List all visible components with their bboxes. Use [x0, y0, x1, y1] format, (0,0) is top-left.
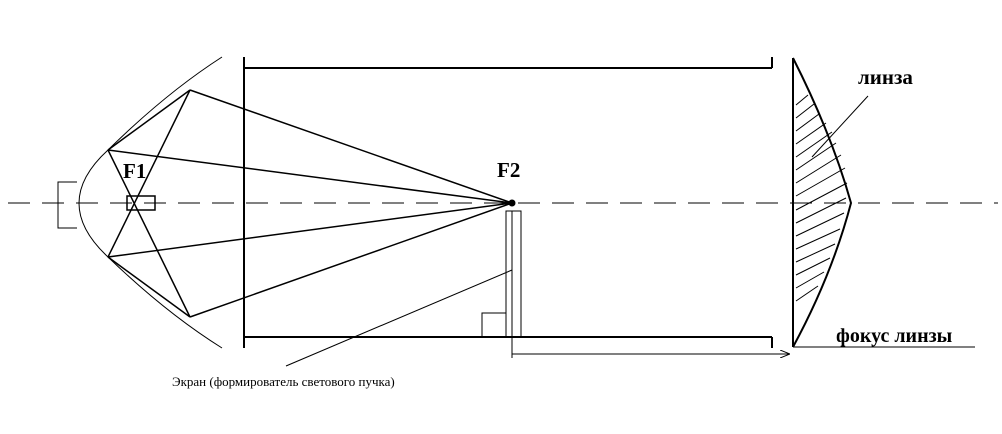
f2-label: F2: [497, 158, 520, 182]
screen-label: Экран (формирователь светового пучка): [172, 374, 395, 389]
lamp-base: [57, 181, 77, 229]
lens: [792, 57, 853, 348]
lens-leader: [811, 95, 869, 158]
f1-lamp: [126, 195, 156, 211]
lens-label: линза: [858, 65, 913, 89]
reflector-rays: [107, 89, 191, 318]
screen-leader: [285, 269, 513, 367]
reflector: [78, 56, 223, 349]
f1-label: F1: [123, 159, 146, 183]
screen-beam-former: [481, 210, 522, 338]
f2-point: [508, 199, 516, 207]
lens-focus-label: фокус линзы: [836, 325, 953, 347]
focal-length-dimension: [511, 337, 975, 358]
